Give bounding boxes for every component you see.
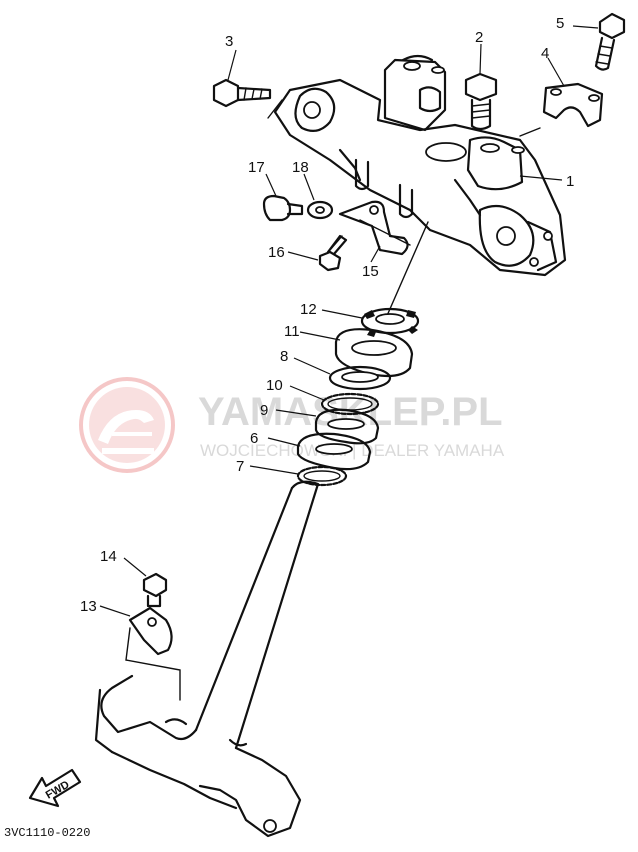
lower-ball-bearing [296,465,348,487]
side-bolt [212,78,272,108]
callout-7: 7 [236,458,244,475]
callout-9: 9 [260,402,268,419]
upper-bearing-race [328,365,392,391]
ring-nut [360,307,420,337]
guide-bolt [142,572,168,608]
middle-bearing-race [314,408,380,445]
callout-17: 17 [248,159,265,176]
drawing-code: 3VC1110-0220 [4,826,90,840]
callout-6: 6 [250,430,258,447]
callout-12: 12 [300,301,317,318]
watermark-subtitle: WOJCIECHOWSKI | DEALER YAMAHA [200,441,505,460]
cable-guide-plate [125,606,181,701]
callout-8: 8 [280,348,288,365]
fwd-label: FWD [44,779,72,802]
callout-13: 13 [80,598,97,615]
upper-bracket [273,54,567,277]
callout-1: 1 [566,173,574,190]
callout-18: 18 [292,159,309,176]
cap-bolt [262,194,304,222]
callout-11: 11 [284,323,300,340]
watermark-logo [79,377,175,473]
forward-direction-arrow: FWD [28,768,82,808]
callout-16: 16 [268,244,285,261]
callout-14: 14 [100,548,117,565]
washer [306,200,334,220]
callout-2: 2 [475,29,483,46]
watermark: YAMASKLEP.PL WOJCIECHOWSKI | DEALER YAMA… [79,377,505,473]
lower-bearing-race [296,432,372,471]
crown-pinch-bolt [464,72,498,131]
handlebar-holder-cap [542,82,604,128]
callout-5: 5 [556,15,564,32]
steering-stem [94,480,320,838]
leader-lines [99,25,599,617]
callout-10: 10 [266,377,283,394]
callout-15: 15 [362,263,379,280]
callout-4: 4 [541,45,549,62]
small-bolt [318,234,348,272]
holder-bolt [594,12,626,71]
callout-numbers: 1 2 3 4 5 6 7 8 9 10 11 12 13 14 15 16 1… [80,15,574,615]
bracket-plate [338,200,409,256]
callout-3: 3 [225,33,233,50]
